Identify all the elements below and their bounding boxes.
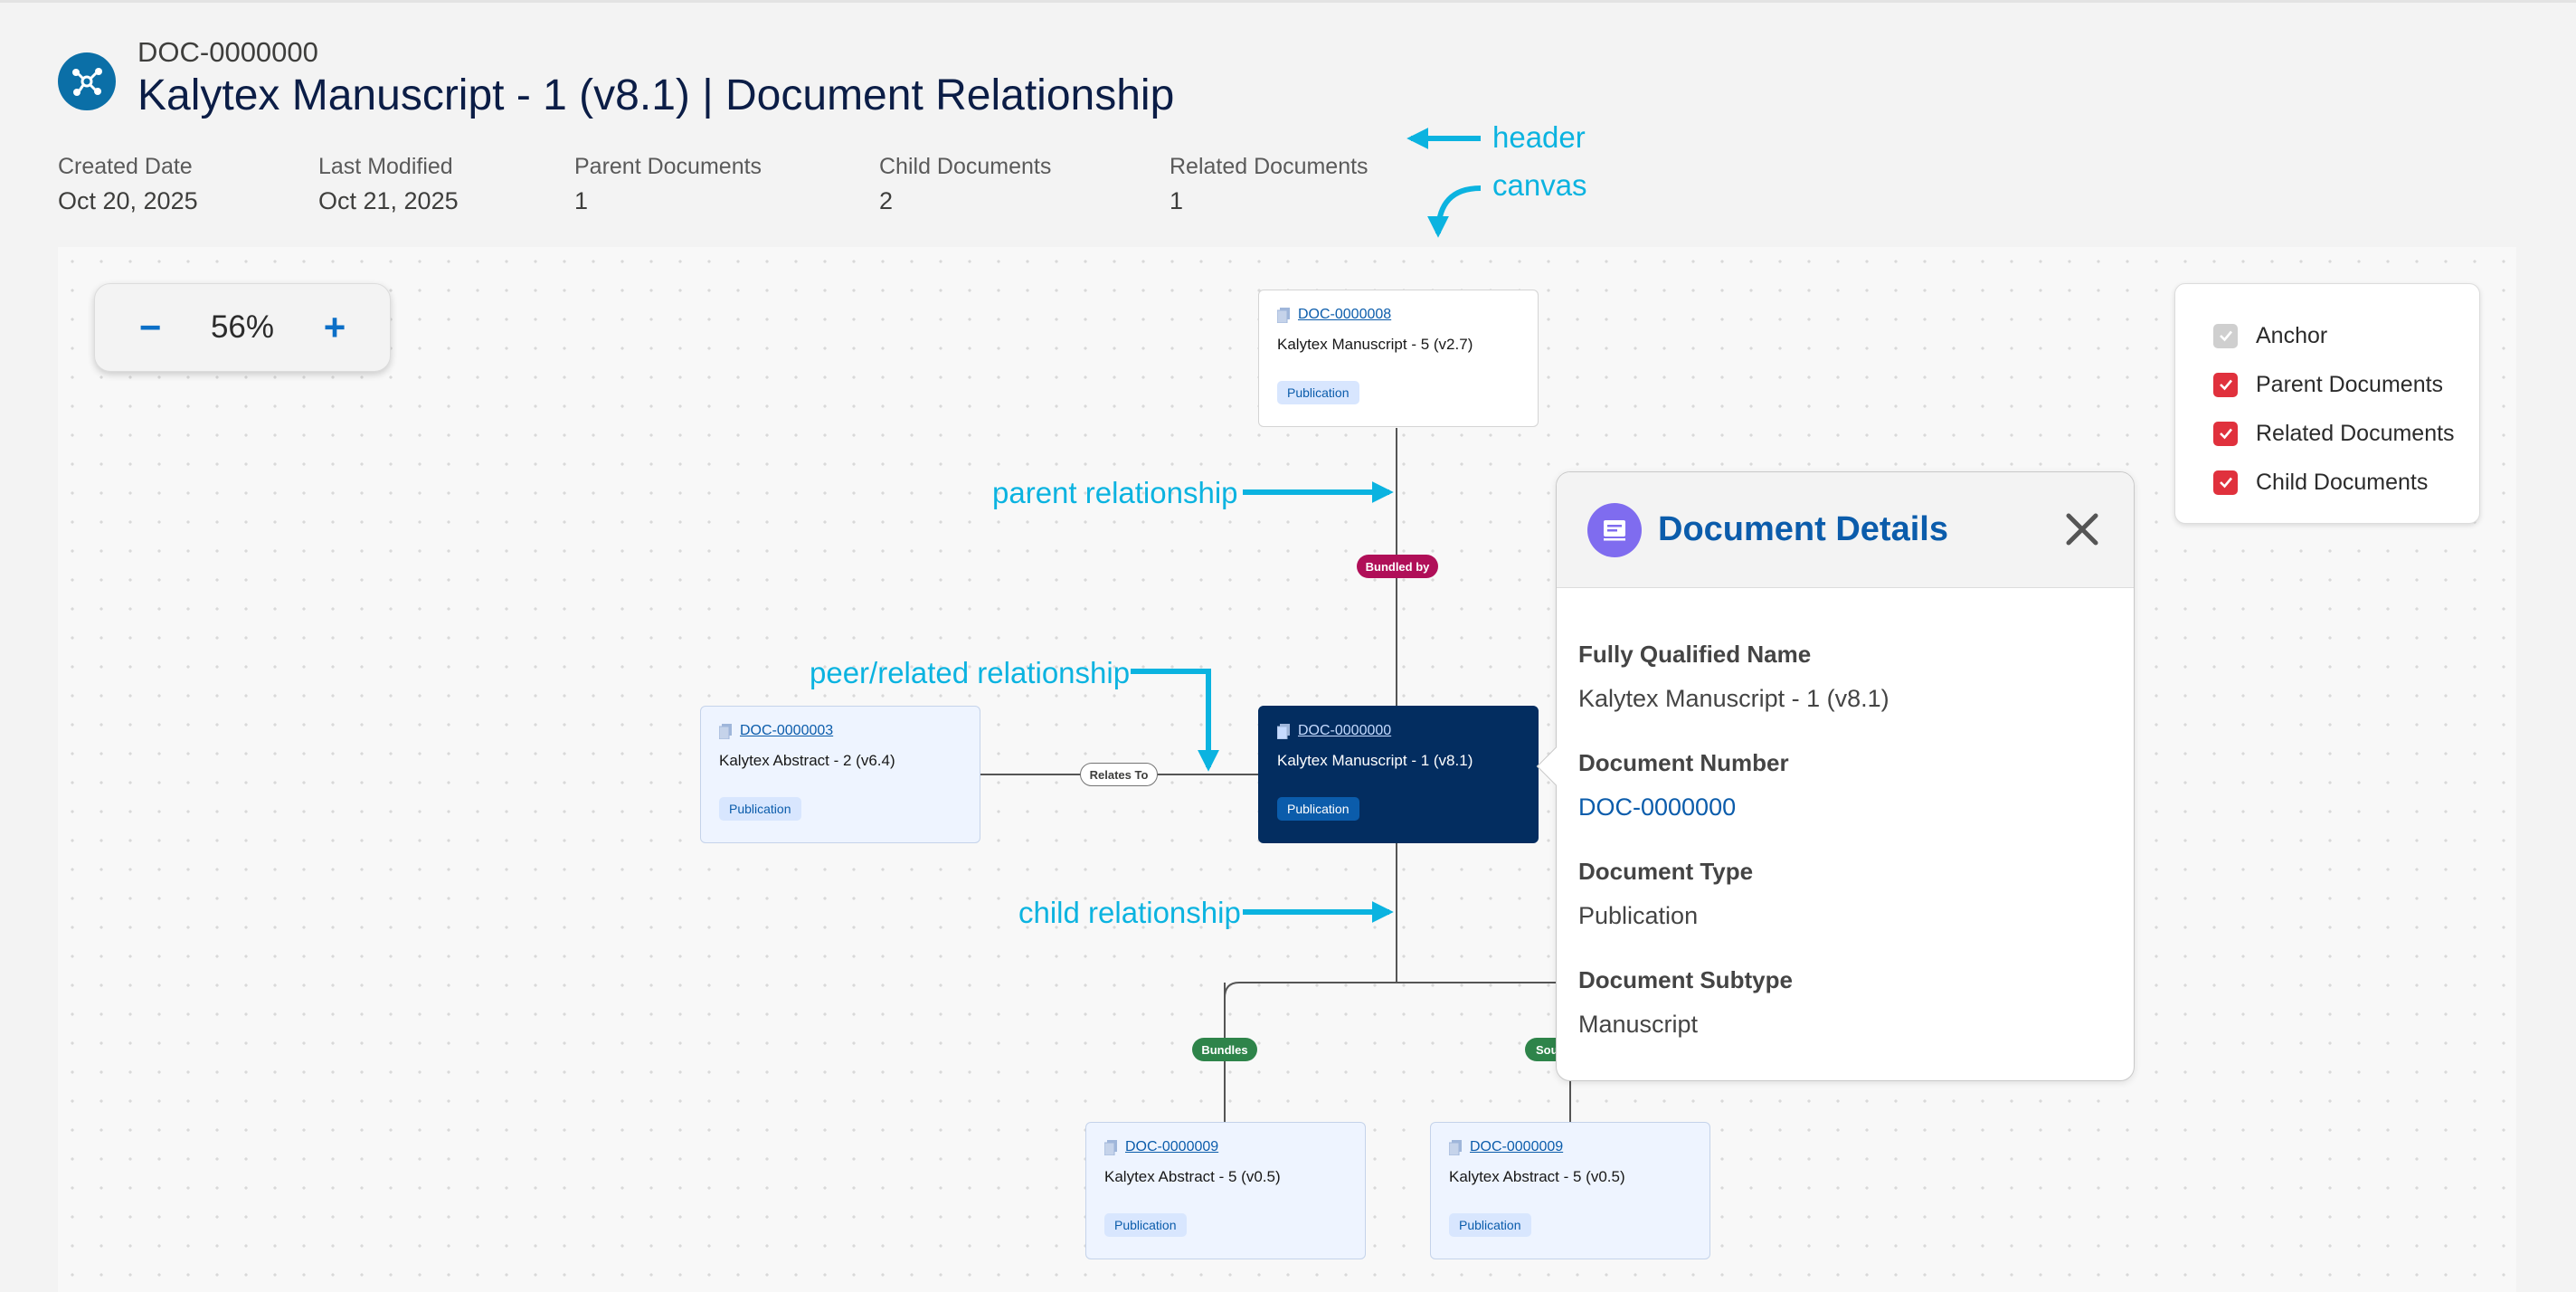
anchor-document-node[interactable]: DOC-0000000 Kalytex Manuscript - 1 (v8.1… xyxy=(1258,706,1539,843)
meta-created-date: Created Date Oct 20, 2025 xyxy=(58,154,198,215)
document-type-badge: Publication xyxy=(1449,1213,1531,1237)
document-details-popover: Document Details Fully Qualified Name Ka… xyxy=(1536,471,2135,1081)
checkbox-child-documents[interactable] xyxy=(2213,470,2238,495)
meta-value: 2 xyxy=(879,187,894,214)
child-document-node[interactable]: DOC-0000009 Kalytex Abstract - 5 (v0.5) … xyxy=(1085,1122,1366,1259)
document-type-badge: Publication xyxy=(1277,797,1359,821)
field-label: Document Type xyxy=(1578,858,1754,885)
field-fully-qualified-name: Fully Qualified Name Kalytex Manuscript … xyxy=(1578,641,2134,713)
meta-label: Related Documents xyxy=(1170,154,1368,179)
field-document-type: Document Type Publication xyxy=(1578,858,2134,930)
legend-label: Anchor xyxy=(2256,322,2328,348)
details-body: Fully Qualified Name Kalytex Manuscript … xyxy=(1557,588,2134,1039)
document-name: Kalytex Manuscript - 5 (v2.7) xyxy=(1277,336,1473,353)
meta-label: Last Modified xyxy=(318,154,453,179)
legend-item-anchor: Anchor xyxy=(2213,311,2479,360)
field-value: Kalytex Manuscript - 1 (v8.1) xyxy=(1578,685,1889,712)
field-label: Fully Qualified Name xyxy=(1578,641,1812,668)
edge-label-bundled-by: Bundled by xyxy=(1357,555,1438,578)
meta-related-documents: Related Documents 1 xyxy=(1170,154,1368,215)
annotation-parent-relationship: parent relationship xyxy=(992,476,1238,509)
field-document-subtype: Document Subtype Manuscript xyxy=(1578,966,2134,1039)
document-icon xyxy=(1449,1139,1462,1155)
document-name: Kalytex Abstract - 5 (v0.5) xyxy=(1449,1168,1625,1185)
legend-label: Related Documents xyxy=(2256,420,2455,446)
related-document-node[interactable]: DOC-0000003 Kalytex Abstract - 2 (v6.4) … xyxy=(700,706,980,843)
document-id-link[interactable]: DOC-0000003 xyxy=(740,723,834,738)
meta-label: Created Date xyxy=(58,154,193,179)
document-id-link[interactable]: DOC-0000008 xyxy=(1298,307,1392,322)
meta-label: Child Documents xyxy=(879,154,1052,179)
child-document-node[interactable]: DOC-0000009 Kalytex Abstract - 5 (v0.5) … xyxy=(1430,1122,1710,1259)
check-icon xyxy=(2219,428,2232,440)
relationship-icon xyxy=(58,52,116,110)
meta-value: Oct 21, 2025 xyxy=(318,187,459,214)
zoom-control: − 56% + xyxy=(94,283,391,372)
edge-label-relates-to: Relates To xyxy=(1080,763,1158,786)
parent-document-node[interactable]: DOC-0000008 Kalytex Manuscript - 5 (v2.7… xyxy=(1258,290,1539,427)
checkbox-related-documents[interactable] xyxy=(2213,421,2238,446)
legend-label: Child Documents xyxy=(2256,469,2429,495)
legend-item-child-documents[interactable]: Child Documents xyxy=(2213,458,2479,507)
legend-label: Parent Documents xyxy=(2256,371,2444,397)
meta-value: Oct 20, 2025 xyxy=(58,187,198,214)
field-value: Publication xyxy=(1578,902,1699,929)
legend-panel: Anchor Parent Documents Related Document… xyxy=(2174,283,2480,524)
meta-label: Parent Documents xyxy=(574,154,762,179)
legend-item-parent-documents[interactable]: Parent Documents xyxy=(2213,360,2479,409)
annotation-peer-relationship: peer/related relationship xyxy=(810,656,1131,689)
checkbox-anchor xyxy=(2213,323,2238,348)
top-divider xyxy=(0,0,2576,3)
details-header: Document Details xyxy=(1557,472,2134,588)
document-type-badge: Publication xyxy=(1104,1213,1187,1237)
meta-child-documents: Child Documents 2 xyxy=(879,154,1051,215)
zoom-in-button[interactable]: + xyxy=(323,306,346,348)
document-name: Kalytex Manuscript - 1 (v8.1) xyxy=(1277,752,1473,769)
meta-value: 1 xyxy=(1170,187,1184,214)
close-icon[interactable] xyxy=(2061,508,2103,550)
meta-last-modified: Last Modified Oct 21, 2025 xyxy=(318,154,459,215)
check-icon xyxy=(2219,379,2232,391)
document-icon xyxy=(1104,1139,1117,1155)
relationship-canvas[interactable]: − 56% + DOC-0000008 Kalytex Manuscript -… xyxy=(58,247,2516,1292)
zoom-out-button[interactable]: − xyxy=(138,306,162,348)
canvas-arrow xyxy=(1427,185,1482,238)
annotation-header: header xyxy=(1492,120,1586,154)
page-title: Kalytex Manuscript - 1 (v8.1) | Document… xyxy=(137,71,1175,119)
document-type-badge: Publication xyxy=(719,797,801,821)
document-id-link[interactable]: DOC-0000000 xyxy=(1298,723,1392,738)
annotation-canvas: canvas xyxy=(1492,168,1587,202)
legend-item-related-documents[interactable]: Related Documents xyxy=(2213,409,2479,458)
field-label: Document Subtype xyxy=(1578,966,1793,993)
document-type-badge: Publication xyxy=(1277,381,1359,404)
document-name: Kalytex Abstract - 2 (v6.4) xyxy=(719,752,895,769)
meta-parent-documents: Parent Documents 1 xyxy=(574,154,762,215)
document-id: DOC-0000000 xyxy=(137,36,318,68)
check-icon xyxy=(2219,477,2232,489)
document-icon xyxy=(719,723,732,739)
checkbox-parent-documents[interactable] xyxy=(2213,372,2238,397)
details-title: Document Details xyxy=(1658,510,1948,548)
zoom-level: 56% xyxy=(210,309,275,345)
document-details-icon xyxy=(1587,502,1642,557)
field-value: Manuscript xyxy=(1578,1011,1699,1038)
child-branch-edge xyxy=(1224,982,1571,1123)
document-id-link[interactable]: DOC-0000009 xyxy=(1470,1139,1564,1154)
document-icon xyxy=(1277,307,1290,323)
edge-label-bundles: Bundles xyxy=(1192,1038,1257,1061)
document-icon xyxy=(1277,723,1290,739)
document-id-link[interactable]: DOC-0000009 xyxy=(1125,1139,1219,1154)
field-document-number: Document Number DOC-0000000 xyxy=(1578,749,2134,822)
check-icon xyxy=(2219,330,2232,342)
document-name: Kalytex Abstract - 5 (v0.5) xyxy=(1104,1168,1281,1185)
annotation-child-relationship: child relationship xyxy=(1018,896,1241,929)
document-number-link[interactable]: DOC-0000000 xyxy=(1578,793,1737,821)
field-label: Document Number xyxy=(1578,749,1789,776)
meta-value: 1 xyxy=(574,187,589,214)
